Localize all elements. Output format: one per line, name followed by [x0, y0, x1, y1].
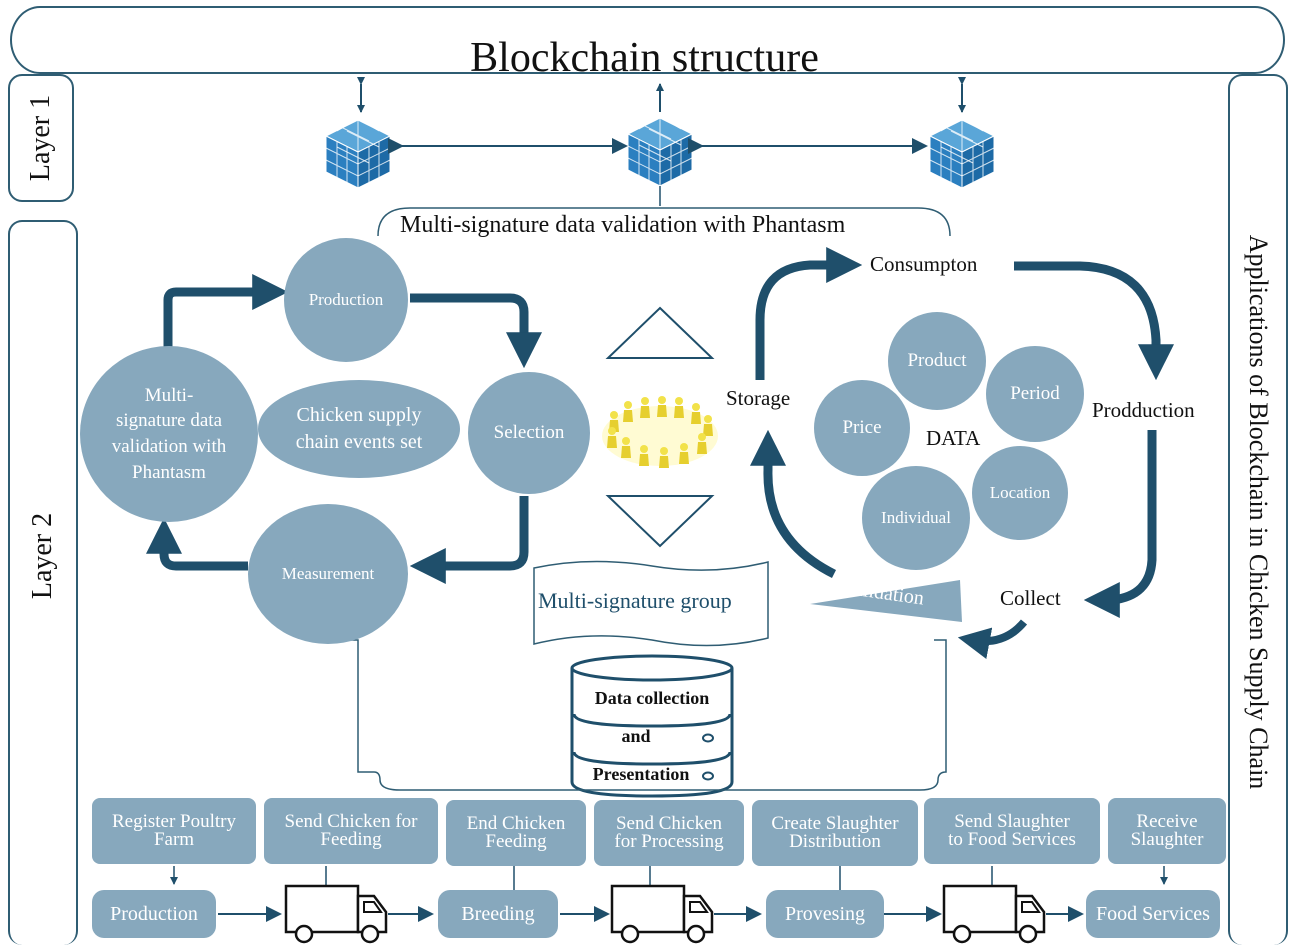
- stage-production: Production: [92, 890, 216, 938]
- db-line-1: Data collection: [594, 688, 710, 708]
- storage-label: Storage: [726, 386, 791, 410]
- layer1-frame: [8, 74, 74, 202]
- stage-breeding: Breeding: [438, 890, 558, 938]
- process-step-line: Send Chicken: [615, 812, 723, 834]
- process-step-send-processing: Send Chicken for Processing: [594, 800, 744, 866]
- process-step-line: Register Poultry: [111, 810, 237, 832]
- multisig-validation-line: validation with: [111, 436, 227, 457]
- process-step-line: Slaughter: [1130, 829, 1204, 850]
- product-node: Product: [888, 312, 986, 410]
- people-circle-icon: [602, 396, 718, 468]
- events-set-line: chain events set: [295, 431, 423, 453]
- collect-label: Collect: [1000, 586, 1061, 610]
- process-step-line: Distribution: [789, 831, 881, 852]
- stage-processing: Provesing: [766, 890, 884, 938]
- applications-frame: [1228, 74, 1288, 945]
- measurement-node: Measurement: [248, 504, 408, 644]
- multisig-validation-node: Multi- signature data validation with Ph…: [80, 346, 258, 522]
- multisig-validation-line: Phantasm: [132, 461, 206, 483]
- events-set-node: Chicken supply chain events set: [258, 380, 460, 478]
- process-step-line: Send Chicken for: [284, 810, 418, 832]
- process-step-line: End Chicken: [466, 812, 566, 834]
- process-step-send-feeding: Send Chicken for Feeding: [264, 798, 438, 864]
- process-step-line: Farm: [153, 829, 195, 850]
- process-step-line: for Processing: [614, 831, 724, 852]
- multisig-validation-line: Multi-: [144, 384, 194, 406]
- process-step-line: Create Slaughter: [771, 812, 899, 834]
- process-step-line: to Food Services: [948, 829, 1076, 850]
- events-set-line: Chicken supply: [296, 404, 422, 426]
- selection-node: Selection: [468, 372, 590, 494]
- location-node: Location: [972, 446, 1068, 540]
- process-step-create-distribution: Create Slaughter Distribution: [752, 800, 918, 866]
- multisig-group-label: Multi-signature group: [538, 588, 732, 613]
- individual-node: Individual: [862, 466, 970, 570]
- db-line-2: and: [621, 726, 651, 746]
- truck-icon: [610, 884, 714, 944]
- production-node: Production: [284, 238, 408, 362]
- blockchain-structure-frame: [10, 6, 1285, 74]
- process-step-send-food-services: Send Slaughter to Food Services: [924, 798, 1100, 864]
- data-center-label: DATA: [926, 426, 981, 450]
- process-step-receive-slaughter: Receive Slaughter: [1108, 798, 1226, 864]
- process-step-line: Feeding: [485, 831, 547, 852]
- database-cylinder-icon: [570, 654, 734, 798]
- process-step-line: Feeding: [320, 829, 382, 850]
- period-node: Period: [986, 346, 1084, 442]
- validation-banner: Multi-signature data validation with Pha…: [400, 212, 846, 238]
- db-line-3: Presentation: [592, 764, 690, 784]
- diagram-title: Blockchain structure: [470, 35, 819, 81]
- blockchain-cube-icon: [929, 119, 995, 189]
- blockchain-cube-icon: [325, 119, 391, 189]
- process-step-line: Send Slaughter: [954, 810, 1070, 832]
- process-step-end-feeding: End Chicken Feeding: [446, 800, 586, 866]
- process-step-line: Receive: [1136, 810, 1198, 832]
- blockchain-cube-icon: [627, 117, 693, 187]
- multisig-validation-line: signature data: [115, 410, 223, 432]
- truck-icon: [942, 884, 1046, 944]
- layer2-frame: [8, 220, 78, 945]
- production-label: Prodduction: [1092, 398, 1195, 422]
- truck-icon: [284, 884, 388, 944]
- process-step-register-farm: Register Poultry Farm: [92, 798, 256, 864]
- price-node: Price: [814, 380, 910, 476]
- consumption-label: Consumpton: [870, 252, 978, 276]
- stage-food-services: Food Services: [1086, 890, 1220, 938]
